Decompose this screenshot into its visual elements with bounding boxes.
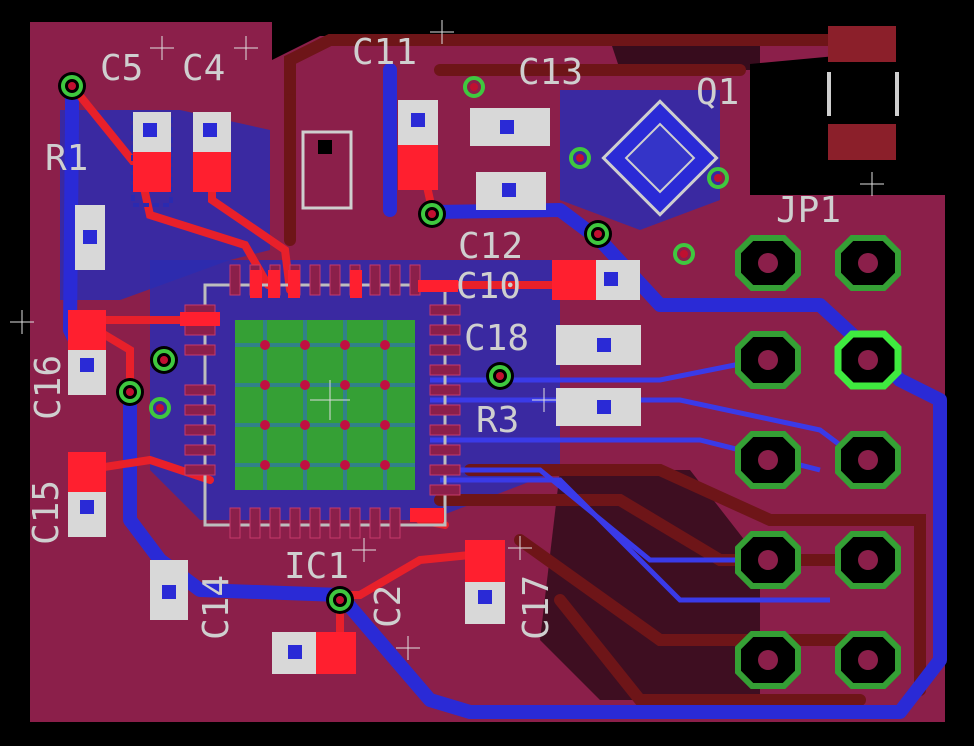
connector-pad-bottom	[828, 124, 896, 160]
label-c12: C12	[458, 226, 523, 267]
ic1-thermal-vias	[260, 340, 390, 470]
label-c18: C18	[464, 318, 529, 359]
label-c11: C11	[352, 32, 417, 73]
jp1-pad-holes	[758, 253, 878, 670]
label-c14: C14	[196, 575, 237, 640]
dark-traces	[284, 34, 926, 706]
connector-pad-top	[828, 26, 896, 62]
ic1-center-cross	[310, 380, 350, 420]
label-c5: C5	[100, 48, 143, 89]
label-c4: C4	[182, 48, 225, 89]
label-c13: C13	[518, 52, 583, 93]
vias	[58, 72, 729, 614]
origin-markers	[10, 20, 884, 660]
label-c2: C2	[368, 585, 409, 628]
label-r3: R3	[476, 400, 519, 441]
label-c16: C16	[28, 355, 69, 420]
ic1-active-pins	[180, 270, 458, 522]
q1-crystal	[601, 99, 719, 217]
label-c15: C15	[26, 480, 67, 545]
label-c17: C17	[516, 575, 557, 640]
label-q1: Q1	[696, 72, 739, 113]
sot-pad	[318, 140, 332, 154]
connector-outline	[827, 72, 899, 116]
sot-footprint	[301, 130, 353, 210]
label-r1: R1	[45, 138, 88, 179]
keepout-area-2	[610, 40, 760, 70]
label-c10: C10	[456, 266, 521, 307]
label-jp1: JP1	[776, 190, 841, 231]
component-markers	[80, 113, 618, 659]
label-ic1: IC1	[284, 546, 349, 587]
